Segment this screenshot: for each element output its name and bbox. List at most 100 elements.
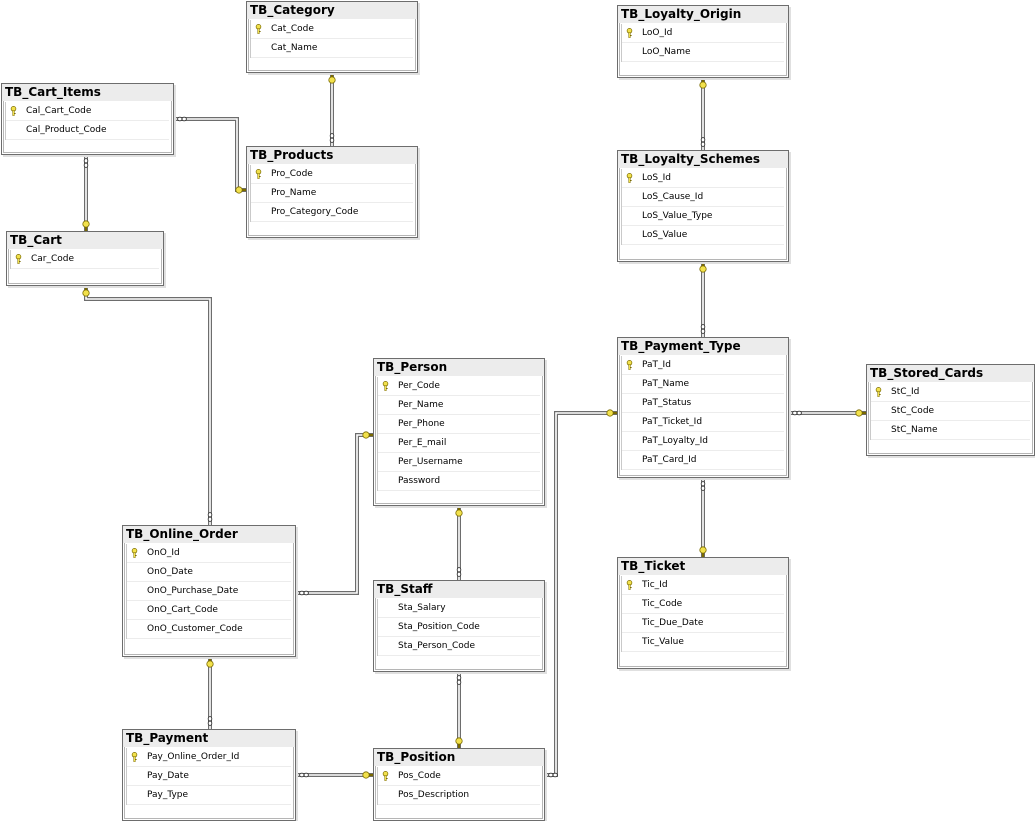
column-row[interactable]: Cat_Name xyxy=(251,39,413,58)
column-row[interactable]: Pos_Description xyxy=(378,786,540,805)
column-row[interactable]: Password xyxy=(378,472,540,491)
relationship-payment-type-to-position[interactable] xyxy=(545,409,617,778)
column-row[interactable]: Pro_Code xyxy=(251,165,413,184)
column-row[interactable]: OnO_Purchase_Date xyxy=(127,582,291,601)
column-row[interactable]: Pos_Code xyxy=(378,767,540,786)
column-name: Cat_Code xyxy=(271,24,314,34)
many-end-infinity-icon xyxy=(700,324,706,334)
relationship-cart-to-cart-items[interactable] xyxy=(82,155,90,231)
column-name: OnO_Purchase_Date xyxy=(147,586,239,596)
column-row[interactable]: Tic_Value xyxy=(622,633,784,652)
column-name: Per_Code xyxy=(398,381,440,391)
relationship-person-to-staff[interactable] xyxy=(455,506,463,580)
relationship-loyalty-schemes-to-payment-type[interactable] xyxy=(699,262,707,337)
column-name: PaT_Status xyxy=(642,398,692,408)
column-row[interactable]: StC_Id xyxy=(871,383,1030,402)
primary-key-icon xyxy=(626,28,633,38)
column-row[interactable]: LoS_Cause_Id xyxy=(622,188,784,207)
column-name: Cal_Product_Code xyxy=(26,125,107,135)
column-row[interactable]: PaT_Id xyxy=(622,356,784,375)
primary-key-icon xyxy=(382,771,389,781)
column-row[interactable]: Cal_Product_Code xyxy=(6,121,169,140)
column-row[interactable]: Sta_Position_Code xyxy=(378,618,540,637)
column-row[interactable]: Sta_Person_Code xyxy=(378,637,540,656)
column-name: LoO_Id xyxy=(642,28,673,38)
column-row[interactable]: Sta_Salary xyxy=(378,599,540,618)
column-name: PaT_Id xyxy=(642,360,671,370)
column-row[interactable]: Per_Phone xyxy=(378,415,540,434)
column-row[interactable]: LoS_Id xyxy=(622,169,784,188)
column-name: Pos_Code xyxy=(398,771,441,781)
relationship-person-to-online-order[interactable] xyxy=(296,431,373,596)
column-row[interactable]: LoO_Name xyxy=(622,43,784,62)
relationship-products-to-cart-items[interactable] xyxy=(174,116,246,194)
column-name: StC_Code xyxy=(891,406,935,416)
relationship-position-to-staff[interactable] xyxy=(455,672,463,748)
column-row[interactable]: Pay_Online_Order_Id xyxy=(127,748,291,767)
column-row[interactable]: PaT_Ticket_Id xyxy=(622,413,784,432)
many-end-infinity-icon xyxy=(207,716,213,726)
column-row[interactable]: Per_Code xyxy=(378,377,540,396)
column-row[interactable]: Per_Username xyxy=(378,453,540,472)
column-row[interactable]: PaT_Name xyxy=(622,375,784,394)
column-row[interactable]: OnO_Customer_Code xyxy=(127,620,291,639)
column-name: PaT_Loyalty_Id xyxy=(642,436,708,446)
column-name: Pay_Type xyxy=(147,790,189,800)
column-row[interactable]: PaT_Loyalty_Id xyxy=(622,432,784,451)
column-row[interactable]: Pro_Category_Code xyxy=(251,203,413,222)
relationship-stored-cards-to-payment-type[interactable] xyxy=(789,409,866,417)
column-row[interactable]: PaT_Status xyxy=(622,394,784,413)
connector-line-inner xyxy=(545,412,617,776)
one-end-key-icon xyxy=(235,186,246,194)
column-row[interactable]: OnO_Date xyxy=(127,563,291,582)
column-row[interactable]: Tic_Due_Date xyxy=(622,614,784,633)
relationship-online-order-to-payment[interactable] xyxy=(206,657,214,729)
one-end-key-icon xyxy=(206,657,214,668)
relationship-category-to-products[interactable] xyxy=(328,73,336,146)
column-row[interactable]: Pro_Name xyxy=(251,184,413,203)
connector-line-inner xyxy=(296,434,373,594)
relationship-loyalty-origin-to-loyalty-schemes[interactable] xyxy=(699,78,707,150)
column-row[interactable]: PaT_Card_Id xyxy=(622,451,784,470)
column-row[interactable]: LoS_Value_Type xyxy=(622,207,784,226)
column-row[interactable]: Car_Code xyxy=(11,250,159,269)
column-row[interactable]: Cal_Cart_Code xyxy=(6,102,169,121)
column-row[interactable]: Per_Name xyxy=(378,396,540,415)
many-end-infinity-icon xyxy=(177,116,187,122)
column-row[interactable]: Pay_Date xyxy=(127,767,291,786)
column-row[interactable]: Cat_Code xyxy=(251,20,413,39)
column-row[interactable]: LoO_Id xyxy=(622,24,784,43)
relationship-cart-to-online-order[interactable] xyxy=(82,286,213,525)
column-row[interactable]: StC_Code xyxy=(871,402,1030,421)
column-row[interactable]: Tic_Code xyxy=(622,595,784,614)
column-row[interactable]: Tic_Id xyxy=(622,576,784,595)
column-row[interactable]: OnO_Id xyxy=(127,544,291,563)
column-name: Cal_Cart_Code xyxy=(26,106,92,116)
column-row[interactable]: OnO_Cart_Code xyxy=(127,601,291,620)
column-row[interactable]: LoS_Value xyxy=(622,226,784,245)
column-name: LoS_Value xyxy=(642,230,688,240)
column-name: Sta_Person_Code xyxy=(398,641,476,651)
relationship-ticket-to-payment-type[interactable] xyxy=(699,478,707,557)
column-row[interactable]: Pay_Type xyxy=(127,786,291,805)
relationship-position-to-payment[interactable] xyxy=(296,771,373,779)
column-row[interactable]: Per_E_mail xyxy=(378,434,540,453)
column-row[interactable]: StC_Name xyxy=(871,421,1030,440)
